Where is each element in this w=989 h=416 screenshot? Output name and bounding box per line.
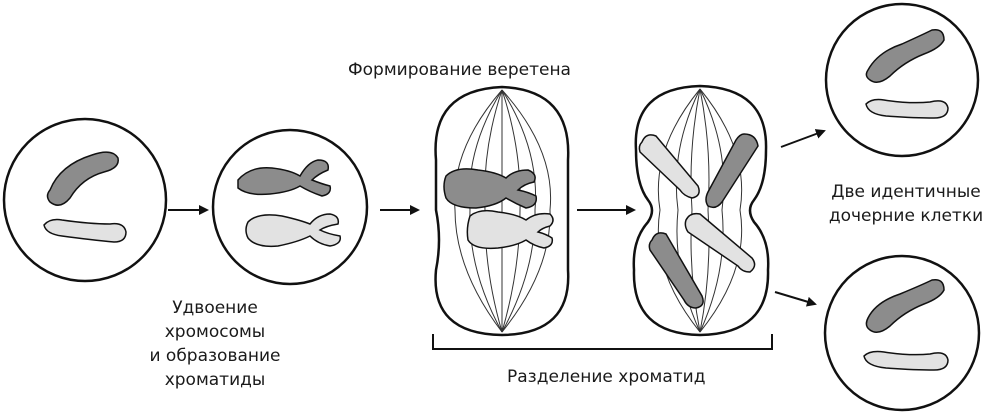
spindle-formation-label: Формирование веретена [348,60,571,80]
light-chromosome [865,98,949,119]
dark-chromatid-upper [705,133,759,209]
daughter-cell-bottom [823,254,981,412]
duplication-line-2: хромосомы [164,322,266,342]
duplication-line-4: хроматиды [164,370,266,390]
dark-chromatid-lower [648,232,704,309]
duplication-line-1: Удвоение [172,298,258,318]
arrow-to-bottom-daughter [774,291,817,307]
light-chromosome [466,209,554,250]
light-chromatid-upper [638,134,700,199]
dark-chromosome [443,168,538,209]
daughter-cell-top [824,2,980,158]
duplication-label: Удвоение хромосомы и образование хромати… [140,296,290,392]
light-sister-chromatids [245,213,342,248]
arrow-to-top-daughter [780,129,826,148]
daughter-line-1: Две идентичные [831,182,981,202]
duplication-line-3: и образование [149,346,281,366]
light-chromosome [863,350,949,371]
parent-cell [2,117,168,283]
daughter-line-2: дочерние клетки [828,206,984,226]
duplicated-cell [211,128,369,286]
separating-cell [632,84,770,337]
spindle-cell [434,85,570,337]
dark-sister-chromatids [237,159,332,197]
separation-bracket [432,334,773,350]
dark-chromosome [865,278,945,333]
dark-chromosome [46,151,119,206]
dark-chromosome [865,28,945,83]
daughter-cells-label: Две идентичные дочерние клетки [826,180,986,228]
light-chromosome [43,218,127,243]
separation-label: Разделение хроматид [507,367,706,387]
light-chromatid-lower [684,212,756,273]
